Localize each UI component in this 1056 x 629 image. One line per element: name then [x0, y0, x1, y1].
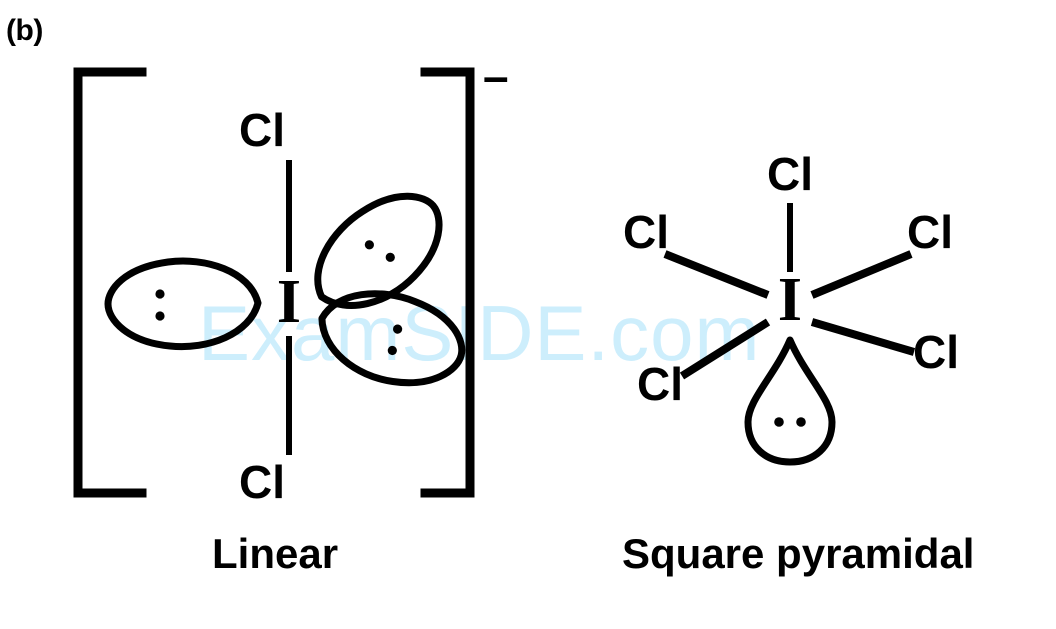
ligand-label-lower-right: Cl	[913, 326, 959, 378]
part-label: (b)	[6, 14, 43, 47]
lone-pair-lobe-upper-right	[314, 192, 443, 309]
bond-upper-right	[810, 250, 913, 299]
lone-pair-dot	[385, 252, 395, 262]
ligand-label-top: Cl	[239, 104, 285, 156]
center-atom-iodine: I	[778, 266, 802, 334]
ligand-label-upper-left: Cl	[623, 206, 669, 258]
lone-pair-lobe-left	[104, 257, 262, 351]
ligand-label-upper-right: Cl	[907, 206, 953, 258]
ligand-label-bottom: Cl	[239, 456, 285, 508]
ligand-label-top: Cl	[767, 148, 813, 200]
bond-lower-left	[679, 318, 771, 380]
bracket-left	[73, 67, 147, 498]
lone-pair-dot	[364, 240, 374, 250]
lone-pair-dot	[796, 417, 806, 427]
bond-upper-left	[663, 250, 770, 299]
lone-pair-lobe-lower-right	[318, 290, 466, 387]
lone-pair-dot	[393, 324, 403, 334]
bond-lower-right	[810, 318, 916, 356]
caption-square-pyramidal: Square pyramidal	[622, 530, 975, 577]
ligand-label-lower-left: Cl	[637, 358, 683, 410]
charge-minus: –	[483, 50, 509, 102]
center-atom-iodine: I	[277, 268, 301, 336]
lone-pair-dot	[774, 417, 784, 427]
lone-pair-dot	[387, 345, 397, 356]
bracket-right	[420, 67, 475, 498]
caption-linear: Linear	[212, 530, 339, 577]
lone-pair-lobe-bottom	[744, 336, 836, 466]
lone-pair-dot	[155, 311, 165, 321]
lone-pair-dot	[155, 289, 165, 299]
